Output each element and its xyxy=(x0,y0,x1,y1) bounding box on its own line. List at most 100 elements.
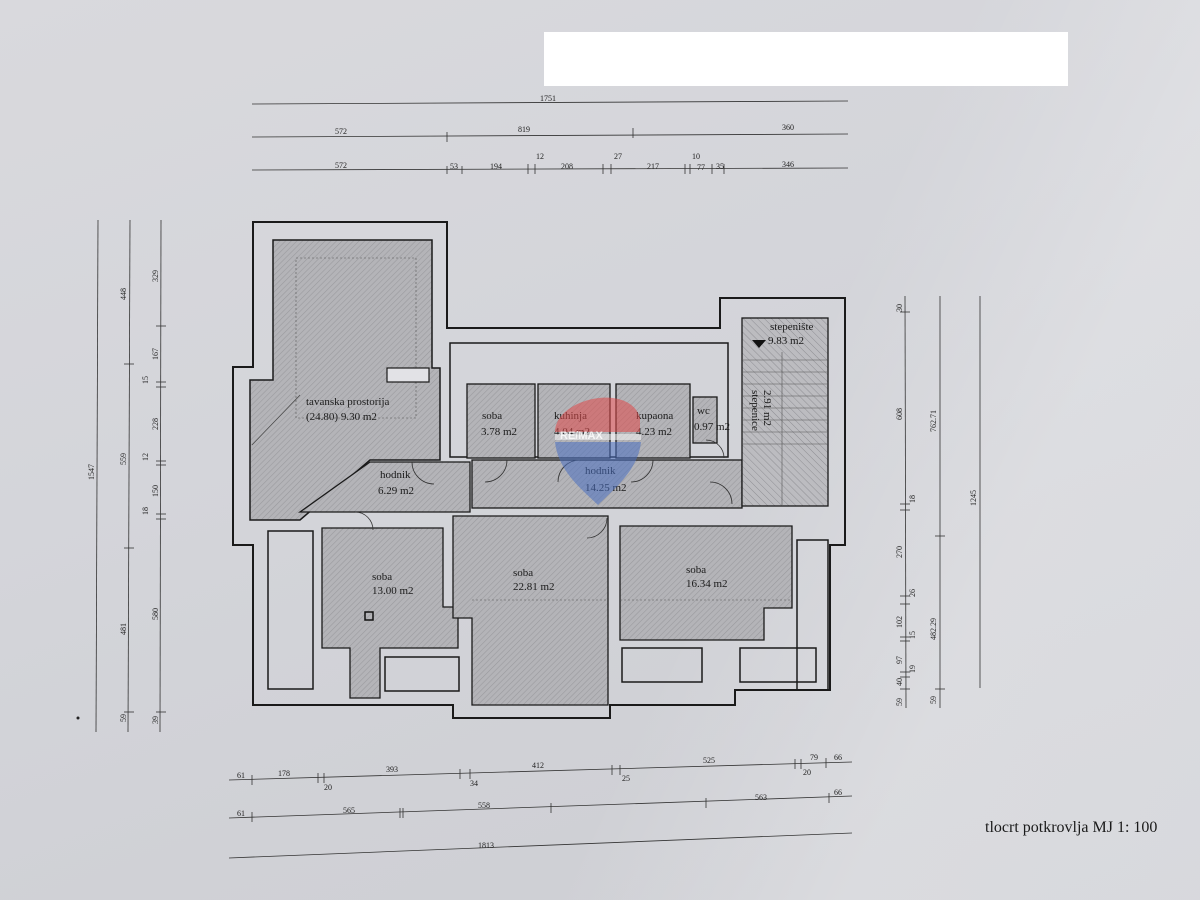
svg-text:360: 360 xyxy=(782,123,794,132)
svg-text:572: 572 xyxy=(335,161,347,170)
svg-text:762.71: 762.71 xyxy=(929,410,938,432)
svg-text:kupaona: kupaona xyxy=(636,410,673,422)
svg-text:1245: 1245 xyxy=(969,490,978,506)
svg-text:61: 61 xyxy=(237,809,245,818)
svg-text:208: 208 xyxy=(561,162,573,171)
svg-text:13.00 m2: 13.00 m2 xyxy=(372,585,414,597)
svg-text:9.83 m2: 9.83 m2 xyxy=(768,335,804,347)
svg-text:167: 167 xyxy=(151,348,160,360)
svg-text:481: 481 xyxy=(119,623,128,635)
room-stepeniste: stepenište 9.83 m2 stepenice 2.91 m2 xyxy=(741,317,829,507)
svg-text:27: 27 xyxy=(614,152,622,161)
svg-text:34: 34 xyxy=(470,779,478,788)
room-kupaona: kupaona 4.23 m2 xyxy=(615,383,691,459)
svg-text:482.29: 482.29 xyxy=(929,618,938,640)
room-wc: wc 0.97 m2 xyxy=(692,396,730,444)
svg-text:hodnik: hodnik xyxy=(380,469,411,481)
svg-text:hodnik: hodnik xyxy=(585,465,616,477)
svg-text:tavanska prostorija: tavanska prostorija xyxy=(306,396,390,408)
svg-text:0.97 m2: 0.97 m2 xyxy=(694,421,730,433)
svg-text:59: 59 xyxy=(119,714,128,722)
svg-text:20: 20 xyxy=(324,783,332,792)
svg-text:12: 12 xyxy=(141,453,150,461)
svg-text:20: 20 xyxy=(803,768,811,777)
ink-dot xyxy=(76,716,80,720)
svg-text:228: 228 xyxy=(151,418,160,430)
outer-walls xyxy=(232,221,846,719)
drawing-caption: tlocrt potkrovlja MJ 1: 100 xyxy=(985,819,1158,836)
svg-text:563: 563 xyxy=(755,793,767,802)
svg-text:61: 61 xyxy=(237,771,245,780)
dimension-labels-bottom: 61 178 20 393 34 412 25 525 20 79 66 61 … xyxy=(237,753,842,850)
svg-text:6.29 m2: 6.29 m2 xyxy=(378,485,414,497)
dimension-labels-top: 1751 572 819 360 572 53 194 12 208 27 21… xyxy=(335,94,794,172)
svg-text:150: 150 xyxy=(151,485,160,497)
svg-text:270: 270 xyxy=(895,546,904,558)
svg-text:819: 819 xyxy=(518,125,530,134)
svg-text:608: 608 xyxy=(895,408,904,420)
room-soba-13: soba 13.00 m2 xyxy=(321,527,459,699)
knee-wall-alcoves xyxy=(267,530,829,692)
svg-text:393: 393 xyxy=(386,765,398,774)
svg-text:kuhinja: kuhinja xyxy=(554,410,587,422)
room-attic: tavanska prostorija (24.80) 9.30 m2 xyxy=(249,239,441,521)
svg-text:15: 15 xyxy=(908,631,917,639)
svg-text:1751: 1751 xyxy=(540,94,556,103)
svg-text:346: 346 xyxy=(782,160,794,169)
svg-text:25: 25 xyxy=(622,774,630,783)
room-hodnik-left: hodnik 6.29 m2 xyxy=(297,461,471,513)
svg-text:2.91 m2: 2.91 m2 xyxy=(761,390,773,426)
svg-text:178: 178 xyxy=(278,769,290,778)
room-soba-small: soba 3.78 m2 xyxy=(466,383,536,459)
room-hodnik-main: hodnik 14.25 m2 xyxy=(471,459,743,509)
svg-text:22.81 m2: 22.81 m2 xyxy=(513,581,555,593)
svg-text:580: 580 xyxy=(151,608,160,620)
svg-text:66: 66 xyxy=(834,753,842,762)
svg-text:26: 26 xyxy=(908,589,917,597)
svg-text:79: 79 xyxy=(810,753,818,762)
svg-text:19: 19 xyxy=(908,665,917,673)
svg-text:217: 217 xyxy=(647,162,659,171)
svg-text:1813: 1813 xyxy=(478,841,494,850)
svg-text:4.23 m2: 4.23 m2 xyxy=(636,426,672,438)
dimension-lines-bottom xyxy=(228,758,853,859)
svg-text:12: 12 xyxy=(536,152,544,161)
svg-text:97: 97 xyxy=(895,656,904,664)
svg-text:39: 39 xyxy=(151,716,160,724)
svg-text:66: 66 xyxy=(834,788,842,797)
svg-text:329: 329 xyxy=(151,270,160,282)
svg-text:565: 565 xyxy=(343,806,355,815)
svg-text:soba: soba xyxy=(482,410,502,422)
svg-text:40: 40 xyxy=(895,678,904,686)
stair-arrow-icon xyxy=(752,340,766,348)
svg-text:soba: soba xyxy=(372,571,392,583)
dimension-lines-left xyxy=(95,219,166,733)
svg-text:10: 10 xyxy=(692,152,700,161)
svg-text:412: 412 xyxy=(532,761,544,770)
svg-text:30: 30 xyxy=(895,304,904,312)
svg-text:448: 448 xyxy=(119,288,128,300)
svg-text:559: 559 xyxy=(119,453,128,465)
svg-text:53: 53 xyxy=(450,162,458,171)
svg-text:soba: soba xyxy=(513,567,533,579)
svg-text:4.04 m2: 4.04 m2 xyxy=(554,426,590,438)
redacted-header-box xyxy=(544,32,1068,86)
svg-text:572: 572 xyxy=(335,127,347,136)
svg-text:1547: 1547 xyxy=(87,464,96,480)
dimension-labels-right: 30 608 18 270 26 102 15 97 19 40 59 762.… xyxy=(895,304,978,706)
dimension-lines-right xyxy=(900,295,981,709)
svg-text:77: 77 xyxy=(697,163,705,172)
svg-text:525: 525 xyxy=(703,756,715,765)
svg-text:soba: soba xyxy=(686,564,706,576)
svg-text:194: 194 xyxy=(490,162,502,171)
svg-text:wc: wc xyxy=(697,405,710,417)
svg-text:14.25 m2: 14.25 m2 xyxy=(585,482,627,494)
svg-text:3.78 m2: 3.78 m2 xyxy=(481,426,517,438)
room-kuhinja: kuhinja 4.04 m2 xyxy=(537,383,611,459)
svg-text:stepenište: stepenište xyxy=(770,321,813,333)
svg-text:16.34 m2: 16.34 m2 xyxy=(686,578,728,590)
svg-text:18: 18 xyxy=(908,495,917,503)
room-soba-22: soba 22.81 m2 xyxy=(452,515,609,706)
room-soba-16: soba 16.34 m2 xyxy=(619,525,793,641)
